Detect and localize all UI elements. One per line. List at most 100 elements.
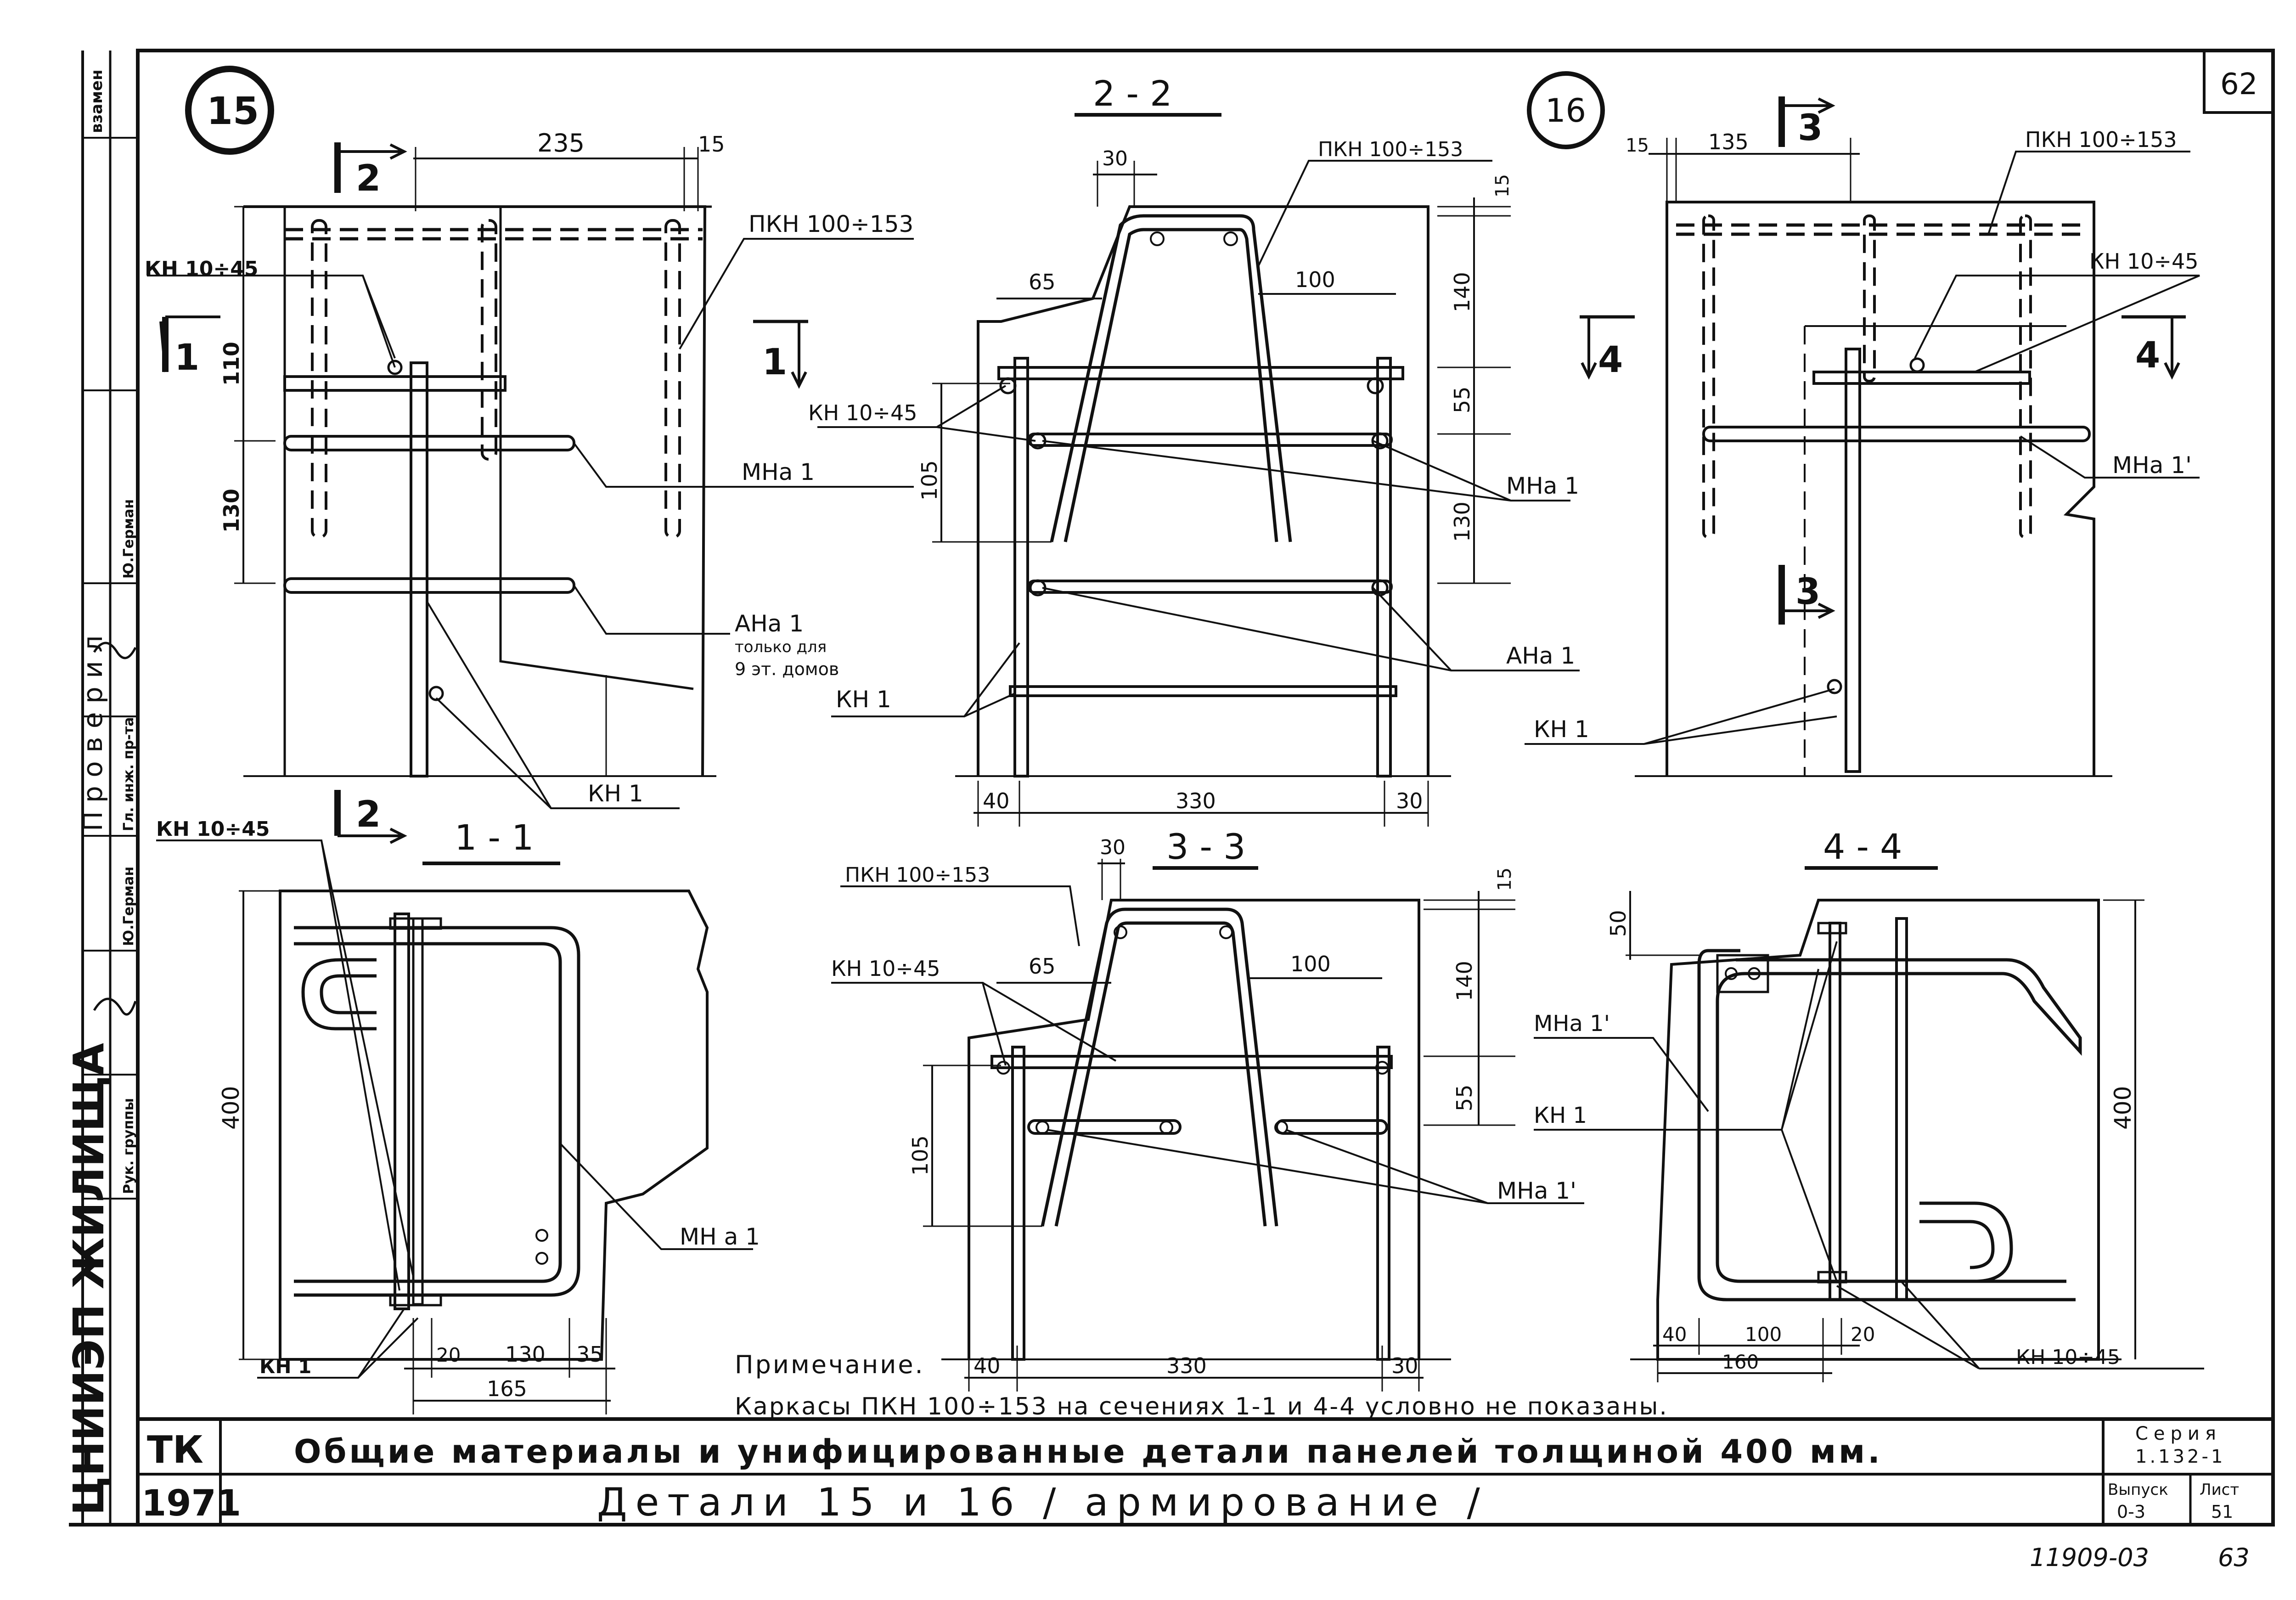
label-mna1: МНа 1	[742, 459, 815, 485]
dim-140: 140	[1452, 961, 1477, 1001]
section-1-1: 1 - 1 400 20 130 35 165 КН 10÷45 МН а 1 …	[156, 817, 760, 1414]
section-1-1-title: 1 - 1	[455, 817, 534, 858]
dim-30: 30	[1100, 836, 1125, 859]
dim-55: 55	[1450, 386, 1474, 413]
stamp-role-chief-engineer: Гл. инж. пр-та	[121, 717, 137, 831]
label-pkn: ПКН 100÷153	[845, 863, 990, 887]
series-label: Серия	[2135, 1423, 2222, 1444]
stamp-role-group-head: Рук. группы	[121, 1098, 137, 1194]
label-kn1: КН 1	[588, 780, 643, 807]
stamp-name-2: Ю.Герман	[121, 867, 137, 946]
label-kn1: КН 1	[1534, 716, 1589, 743]
dim-130: 130	[1450, 501, 1474, 542]
label-kn-10-45: КН 10÷45	[156, 817, 270, 841]
dim-100: 100	[1295, 267, 1335, 292]
label-mna1: МНа 1	[1506, 473, 1579, 499]
dim-15: 15	[1626, 135, 1649, 156]
title-year: 1971	[141, 1483, 241, 1524]
detail-15-marker	[185, 66, 274, 155]
bottom-page: 63	[2218, 1543, 2250, 1572]
label-ana1: АНа 1	[735, 610, 804, 637]
dim-105: 105	[917, 460, 942, 501]
dim-165: 165	[487, 1376, 527, 1401]
bottom-stamp: 11909-03	[2030, 1543, 2149, 1572]
sheet-label: Лист	[2200, 1481, 2239, 1499]
dim-400: 400	[2110, 1086, 2136, 1130]
dim-130: 130	[219, 489, 244, 533]
note-heading: Примечание.	[735, 1350, 925, 1379]
label-kn-10-45: КН 10÷45	[808, 400, 917, 425]
issue-label: Выпуск	[2108, 1481, 2168, 1499]
cut-2-top-label: 2	[356, 158, 381, 199]
stamp-org-label: ЦНИИЭП ЖИЛИЩА	[64, 1043, 113, 1515]
dim-20: 20	[1851, 1323, 1875, 1346]
dim-65: 65	[1029, 954, 1056, 979]
label-kn-10-45: КН 10÷45	[145, 257, 258, 281]
cut-1-right-label: 1	[762, 342, 787, 383]
dim-40: 40	[983, 789, 1010, 813]
detail-16: 16 15 135 3 4 4 3 ПКН 100÷15	[1525, 71, 2200, 777]
series-value: 1.132-1	[2135, 1446, 2225, 1467]
dim-400: 400	[218, 1086, 244, 1130]
title-tk: ТК	[147, 1428, 203, 1472]
dim-50: 50	[1606, 910, 1631, 937]
stamp-replaced-label: взамен	[88, 69, 106, 133]
dim-110: 110	[219, 342, 244, 386]
dim-55: 55	[1452, 1084, 1477, 1111]
sheet-frame	[69, 49, 2275, 1527]
section-2-2-title: 2 - 2	[1093, 73, 1172, 114]
stamp-name-1: Ю.Герман	[121, 499, 137, 579]
dim-30-bottom: 30	[1396, 789, 1423, 813]
detail-16-number: 16	[1545, 92, 1586, 130]
cut-2-bottom-label: 2	[356, 794, 381, 835]
label-pkn: ПКН 100÷153	[2025, 127, 2177, 152]
label-mna1-prime: МНа 1'	[1497, 1177, 1576, 1204]
sheet-value: 51	[2211, 1502, 2233, 1522]
dim-65: 65	[1029, 270, 1056, 294]
title-detail: Детали 15 и 16 / армирование /	[597, 1480, 1488, 1525]
title-block	[138, 1417, 2273, 1525]
label-pkn: ПКН 100÷153	[748, 211, 913, 237]
section-2-2: 2 - 2 30 65 100	[808, 73, 1580, 827]
label-ana1: АНа 1	[1506, 642, 1575, 669]
dim-330: 330	[1166, 1353, 1207, 1378]
cut-3-top-label: 3	[1798, 107, 1823, 149]
label-ana1-note-1: только для	[735, 638, 827, 656]
section-3-3: 3 - 3 30 65 100 15 140 55	[831, 826, 1584, 1392]
dim-30-bottom: 30	[1391, 1353, 1418, 1378]
stamp-signature-2	[93, 997, 137, 1016]
label-pkn: ПКН 100÷153	[1318, 138, 1463, 161]
dim-20: 20	[436, 1344, 461, 1366]
label-kn-10-45: КН 10÷45	[2016, 1346, 2120, 1369]
label-kn-10-45: КН 10÷45	[2089, 249, 2198, 274]
section-3-3-title: 3 - 3	[1166, 826, 1245, 867]
note-text: Каркасы ПКН 100÷153 на сечениях 1-1 и 4-…	[735, 1393, 1668, 1420]
dim-15: 15	[1492, 174, 1513, 197]
dim-40: 40	[974, 1353, 1001, 1378]
dim-130: 130	[505, 1342, 546, 1367]
label-kn1: КН 1	[1534, 1103, 1587, 1128]
label-mna1-prime: МНа 1'	[1534, 1011, 1610, 1037]
issue-value: 0-3	[2117, 1502, 2145, 1522]
label-ana1-note-2: 9 эт. домов	[735, 659, 839, 679]
cut-4-right-label: 4	[2135, 335, 2160, 376]
detail-16-marker	[1527, 71, 1605, 149]
label-kn1: КН 1	[259, 1355, 311, 1378]
label-kn1: КН 1	[836, 686, 891, 713]
detail-15: 15 235 15 110 130	[145, 66, 914, 844]
detail-15-number: 15	[207, 90, 259, 133]
section-4-4-title: 4 - 4	[1823, 826, 1902, 867]
dim-235: 235	[537, 129, 585, 158]
dim-160: 160	[1722, 1351, 1759, 1373]
dim-105: 105	[908, 1135, 933, 1176]
dim-15: 15	[698, 132, 725, 157]
dim-100: 100	[1290, 952, 1331, 976]
label-kn-10-45: КН 10÷45	[831, 956, 940, 981]
title-general: Общие материалы и унифицированные детали…	[294, 1433, 1883, 1470]
dim-30: 30	[1102, 147, 1128, 170]
stamp-signature-1	[93, 642, 137, 659]
stamp-checked-label: П р о в е р и л	[77, 636, 108, 831]
section-4-4: 4 - 4 50 400 40 100 20 160 МНа 1'	[1534, 826, 2204, 1382]
dim-35: 35	[576, 1342, 603, 1367]
